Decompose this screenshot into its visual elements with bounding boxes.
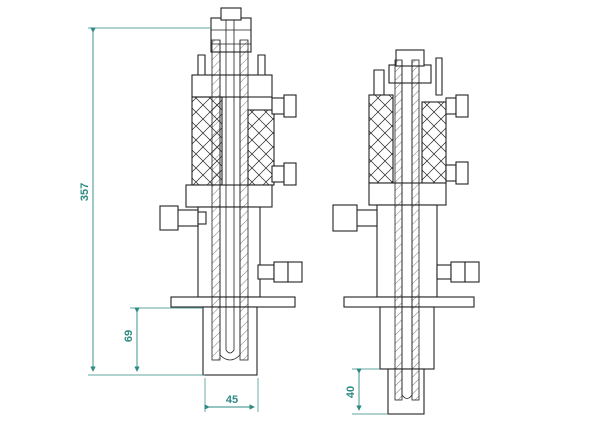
right-connector-mid-right — [445, 161, 469, 185]
left-connector-top-right — [271, 94, 297, 118]
dimension-label-40: 40 — [345, 386, 357, 398]
left-assembly — [159, 7, 303, 376]
right-connector-top-right — [445, 94, 469, 118]
dimension-label-357: 357 — [79, 183, 91, 201]
dimension-40: 40 — [345, 368, 388, 415]
left-connector-mid-right — [271, 162, 297, 186]
right-connector-lower-right — [436, 261, 480, 283]
left-connector-left — [159, 205, 207, 231]
dimension-label-45: 45 — [226, 394, 238, 406]
dimension-69: 69 — [123, 307, 203, 372]
left-connector-lower-right — [257, 261, 303, 283]
dimension-45: 45 — [204, 378, 259, 412]
dimension-label-69: 69 — [123, 330, 135, 342]
right-connector-left — [332, 204, 378, 232]
dimension-357: 357 — [79, 27, 212, 376]
right-assembly — [332, 49, 480, 415]
